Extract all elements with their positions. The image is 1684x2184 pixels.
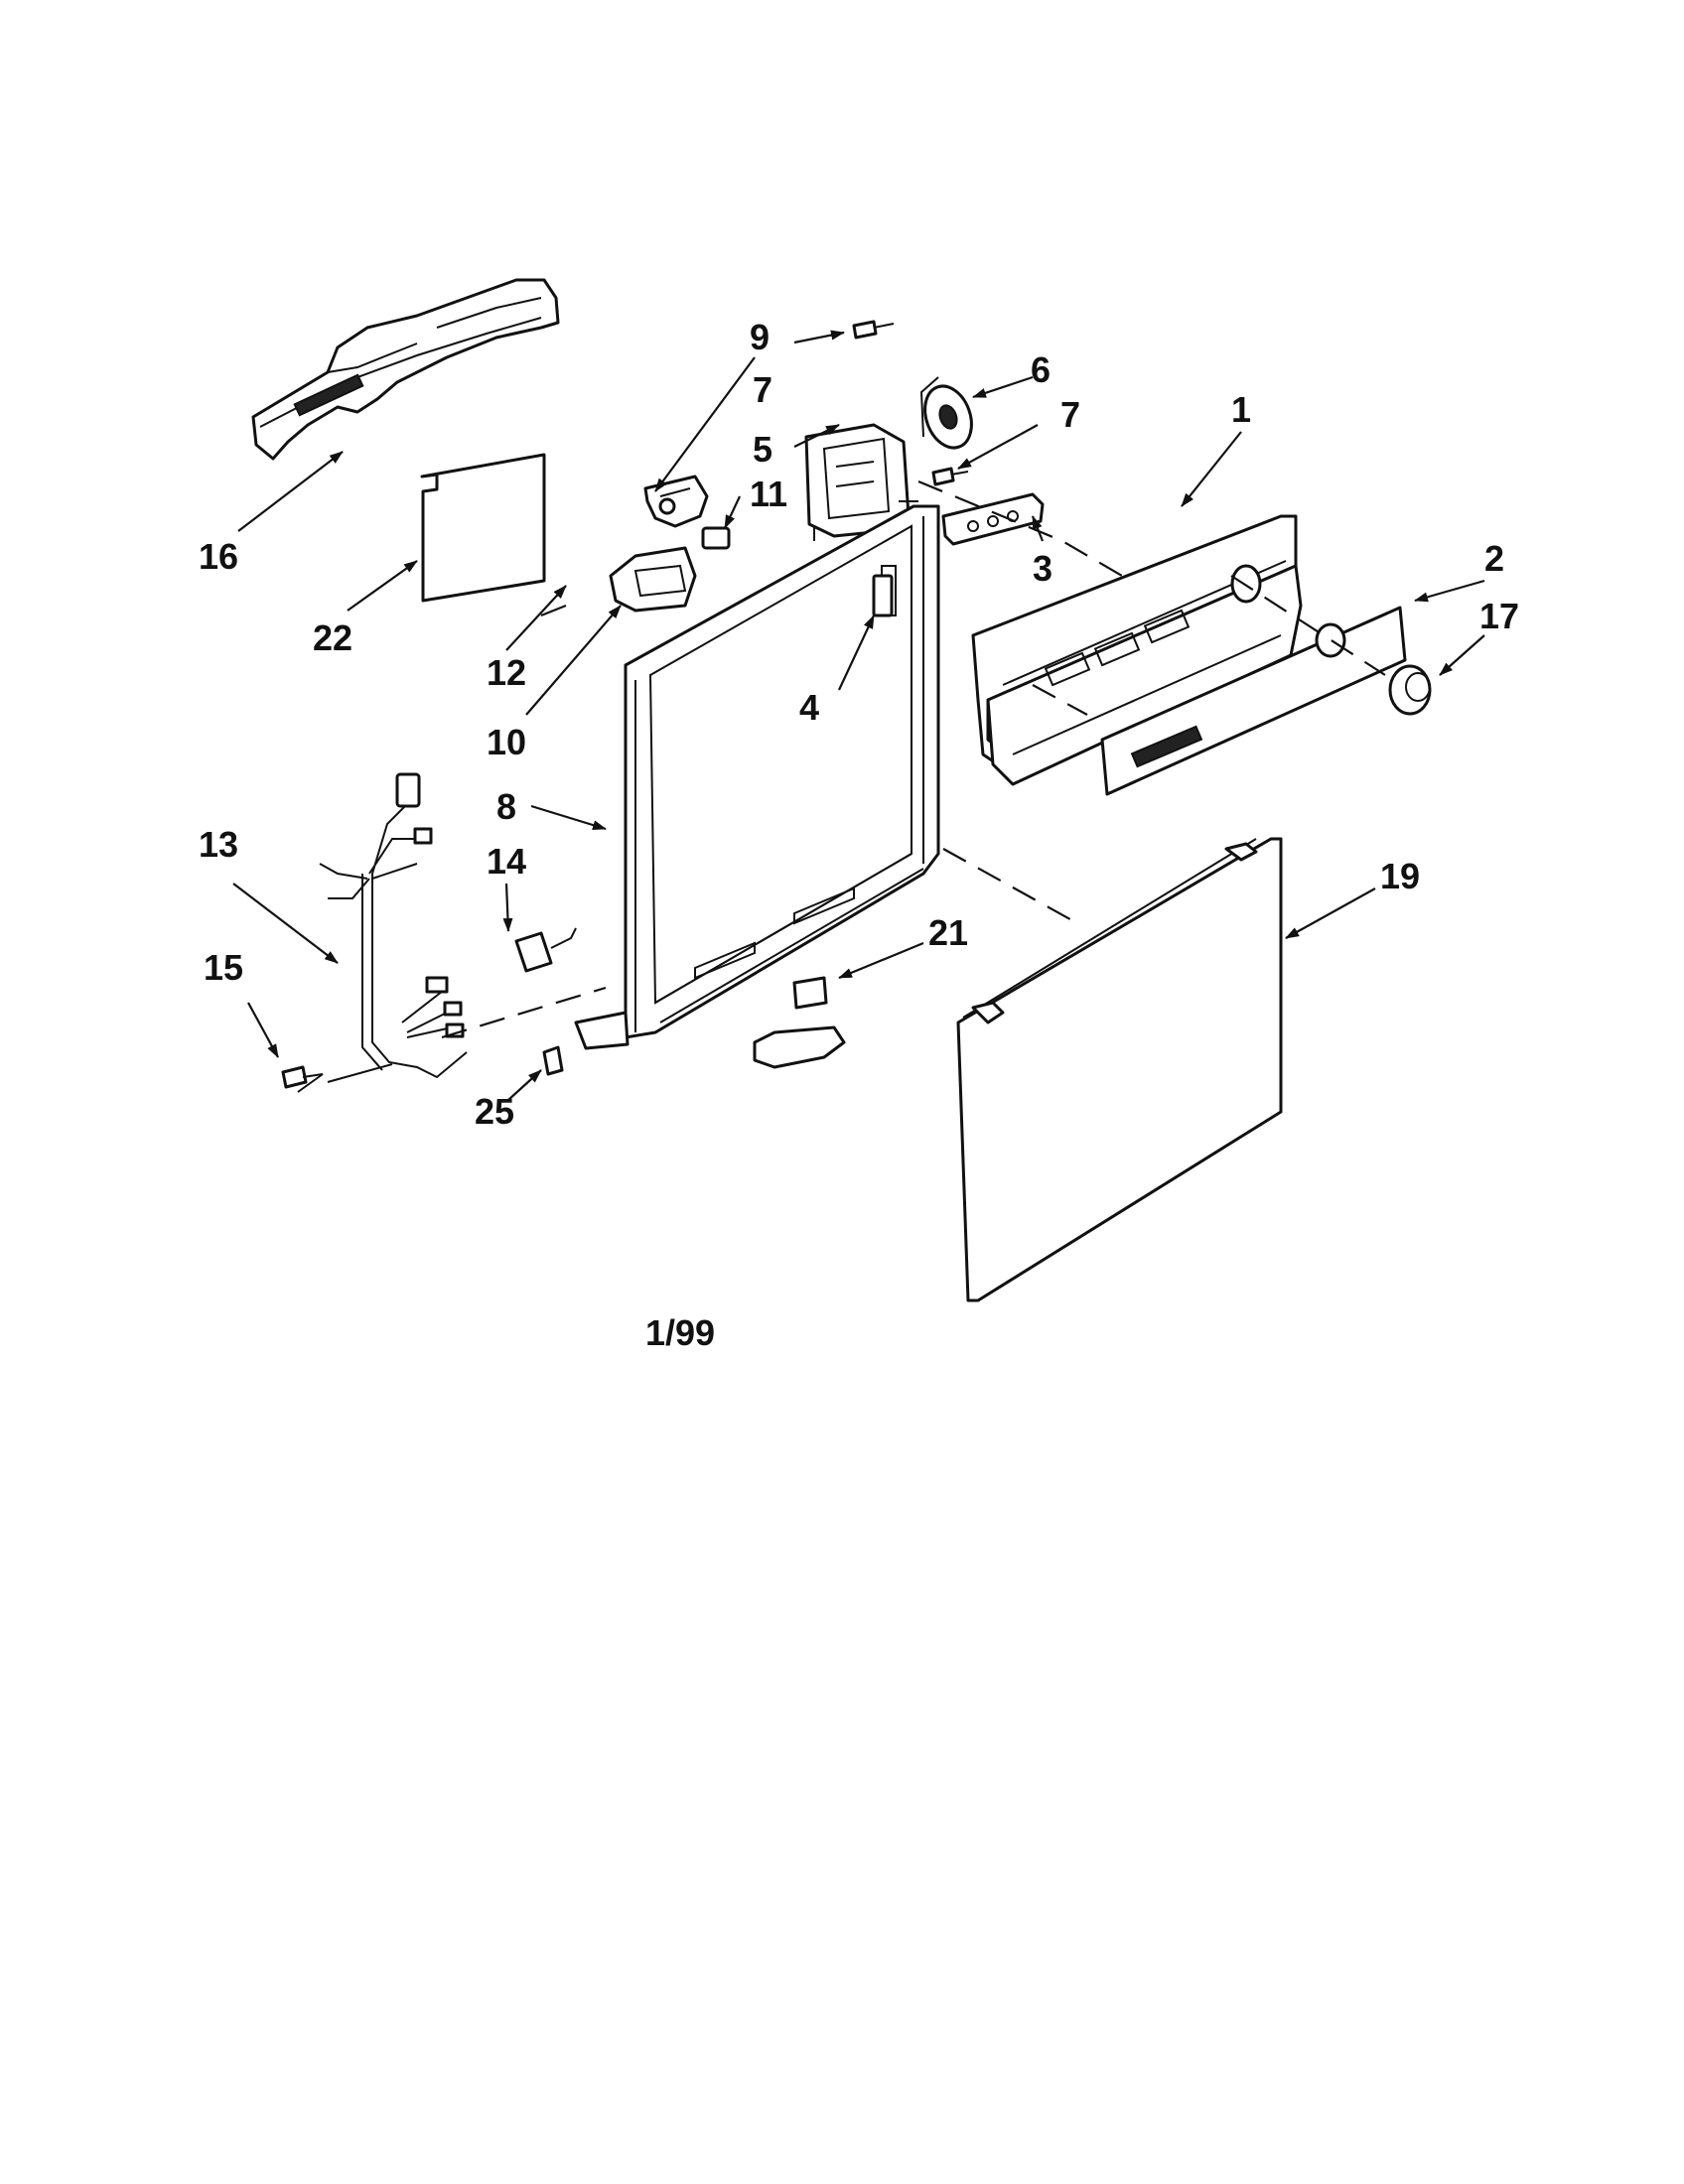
callout-2: 2 [1484,538,1504,579]
callout-9: 9 [750,317,770,357]
callout-19: 19 [1380,856,1420,896]
callout-11: 11 [750,474,787,514]
callout-8: 8 [496,786,516,827]
assembly-dashes [441,479,1386,1039]
part-8-door-frame [574,504,940,1050]
part-15-screw [281,1065,324,1089]
leader-lines [232,330,1485,1101]
part-2-overlay-panel [1100,606,1407,796]
callout-6: 6 [1031,349,1051,390]
part-17-knob [1388,664,1432,716]
callout-16: 16 [199,536,238,577]
part-13-wire-harness [319,772,468,1079]
part-22-insulation-panel [420,453,546,603]
part-11-switch [701,526,731,550]
part-4-strike [872,574,894,617]
callout-4: 4 [799,687,819,728]
callout-13: 13 [199,824,238,865]
callout-labels: 1 2 3 4 5 6 7 7 8 9 10 11 12 13 14 15 16… [199,317,1519,1132]
part-6-selector-knob [919,376,973,450]
part-12-pin [540,604,567,617]
callout-10: 10 [487,722,526,762]
callout-17: 17 [1479,596,1519,636]
part-3-bracket [941,492,1045,546]
callout-1: 1 [1231,389,1251,430]
callout-5: 5 [753,429,772,470]
part-16-vent-housing [251,278,560,461]
date-code: 1/99 [645,1312,715,1353]
part-10-bracket [609,546,697,613]
part-25-clip [542,1045,564,1076]
part-21-handle [753,976,846,1069]
callout-25: 25 [475,1091,514,1132]
callout-12: 12 [487,652,526,693]
part-19-door-panel [956,837,1283,1302]
part-9-latch [643,475,709,528]
part-7-screw-right [931,467,969,486]
callout-7-top: 7 [753,369,772,410]
callout-15: 15 [204,947,243,988]
part-7-screw-top [852,320,895,340]
callout-3: 3 [1033,548,1052,589]
callout-21: 21 [928,912,968,953]
callout-22: 22 [313,617,352,658]
callout-7-right: 7 [1060,394,1080,435]
callout-14: 14 [487,841,526,882]
part-14-connector [514,927,577,973]
